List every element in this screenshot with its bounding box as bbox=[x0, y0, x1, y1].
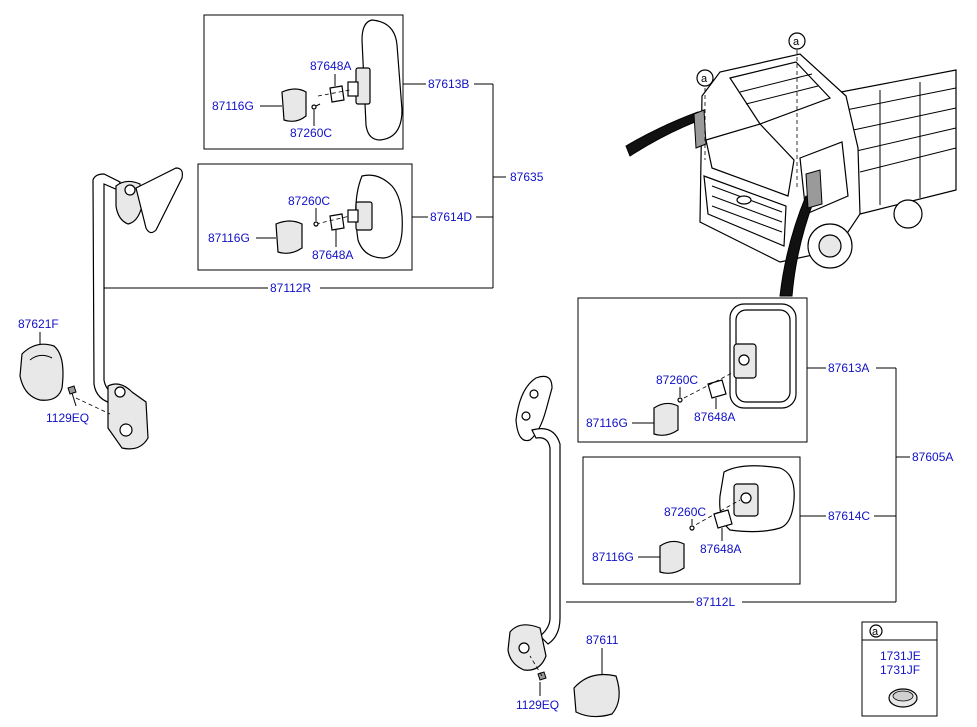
label-87260C-lh-upper: 87260C bbox=[656, 373, 698, 387]
rh-mirror-stay-arm bbox=[92, 167, 183, 450]
label-87614C: 87614C bbox=[828, 509, 870, 523]
label-87613A: 87613A bbox=[828, 361, 869, 375]
lh-upper-screw bbox=[677, 397, 683, 403]
rh-upper-screw bbox=[311, 103, 321, 110]
rh-upper-cover bbox=[281, 88, 307, 122]
label-87613B: 87613B bbox=[428, 77, 469, 91]
ref-a-right: a bbox=[793, 36, 800, 48]
label-1731JE: 1731JE bbox=[880, 649, 921, 663]
label-87116G-lh-lower: 87116G bbox=[592, 550, 634, 564]
rh-upper-bracket bbox=[317, 85, 351, 103]
rh-garnish bbox=[19, 343, 64, 401]
label-87116G-lh-upper: 87116G bbox=[586, 416, 628, 430]
rh-bolt bbox=[67, 385, 111, 415]
label-1129EQ-lh: 1129EQ bbox=[516, 698, 559, 712]
label-87614D: 87614D bbox=[430, 210, 472, 224]
rh-upper-mirror-box bbox=[203, 14, 404, 150]
label-87648A-lh-lower: 87648A bbox=[700, 542, 741, 556]
label-87112L: 87112L bbox=[696, 595, 735, 609]
ref-a-left: a bbox=[701, 73, 708, 85]
label-87611: 87611 bbox=[586, 633, 619, 647]
lh-upper-bracket bbox=[683, 371, 735, 399]
label-87112R: 87112R bbox=[270, 281, 311, 295]
label-87116G-rh-upper: 87116G bbox=[212, 99, 254, 113]
label-87116G-rh-lower: 87116G bbox=[208, 231, 250, 245]
label-87648A-lh-upper: 87648A bbox=[694, 410, 735, 424]
label-87605A: 87605A bbox=[912, 450, 953, 464]
lh-mirror-stay-arm bbox=[507, 375, 561, 671]
label-1731JF: 1731JF bbox=[880, 663, 920, 677]
label-87260C-rh-lower: 87260C bbox=[288, 194, 330, 208]
label-1129EQ-rh: 1129EQ bbox=[46, 411, 89, 425]
lh-lower-mirror-box bbox=[582, 456, 801, 585]
label-87260C-rh-upper: 87260C bbox=[290, 126, 332, 140]
lh-garnish bbox=[573, 673, 620, 718]
rh-lower-bracket bbox=[315, 213, 351, 231]
inset-ref-a: a bbox=[872, 626, 879, 638]
rh-lower-screw bbox=[313, 221, 319, 227]
lh-mirror-group: 87260C 87116G 87648A 87613A 87260C 87116… bbox=[507, 297, 953, 718]
label-87635: 87635 bbox=[510, 170, 544, 184]
rh-upper-mirror-head bbox=[347, 19, 403, 141]
label-87648A-rh-lower: 87648A bbox=[312, 248, 353, 262]
lh-upper-mirror-box bbox=[577, 297, 808, 443]
rh-mirror-group: 87648A 87116G 87260C 87613B 87260C 87116… bbox=[18, 14, 544, 450]
inset-clip-detail: a 1731JE 1731JF bbox=[861, 621, 938, 717]
lh-upper-cover bbox=[653, 402, 679, 436]
lh-lower-cover bbox=[659, 540, 685, 574]
lh-lower-bracket bbox=[689, 499, 741, 529]
label-87260C-lh-lower: 87260C bbox=[664, 505, 706, 519]
lh-lower-screw bbox=[689, 525, 695, 531]
lh-bolt bbox=[529, 655, 547, 681]
lh-upper-mirror-head bbox=[729, 303, 797, 409]
label-87648A-rh-upper: 87648A bbox=[310, 59, 351, 73]
truck-illustration: a a bbox=[625, 32, 957, 297]
label-87621F: 87621F bbox=[18, 317, 59, 331]
rh-lower-mirror-head bbox=[347, 174, 403, 259]
rh-lower-cover bbox=[275, 220, 303, 254]
